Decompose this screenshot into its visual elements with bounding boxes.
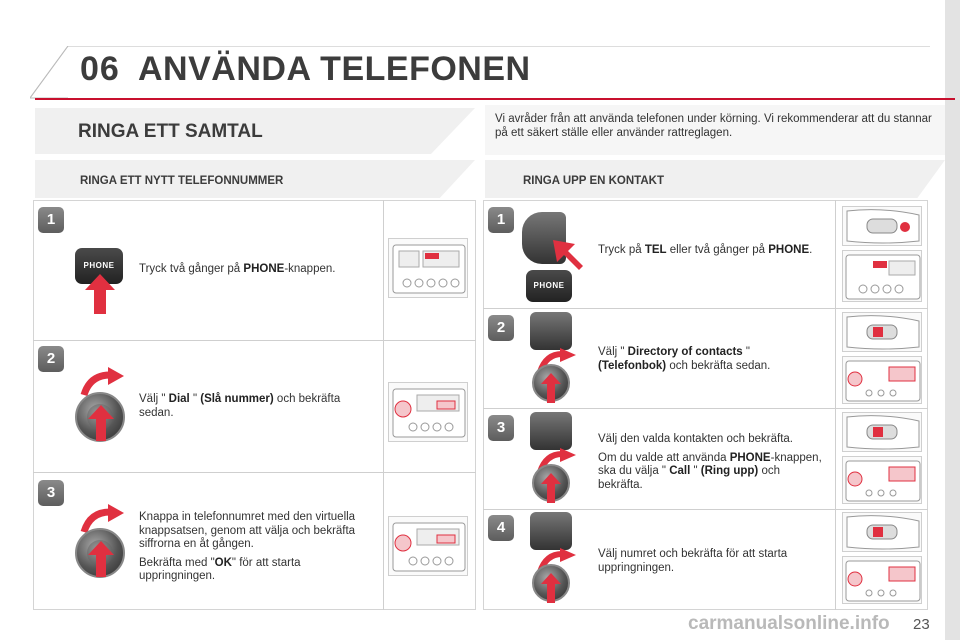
right-subtitle: RINGA UPP EN KONTAKT: [523, 175, 664, 187]
radio-panel-image: [842, 250, 922, 302]
up-arrow-icon: [88, 541, 114, 577]
left-divider: [383, 200, 384, 610]
up-arrow-icon: [541, 573, 561, 603]
left-subtitle: RINGA ETT NYTT TELEFONNUMMER: [80, 175, 284, 187]
intro-band: [485, 105, 945, 155]
scroll-wheel-image: [530, 512, 572, 550]
chapter-title: ANVÄNDA TELEFONEN: [138, 50, 531, 88]
steering-wheel-image: [842, 512, 922, 552]
steering-wheel-image: [842, 206, 922, 246]
right-step-2-number: 2: [488, 315, 514, 341]
up-arrow-icon: [541, 373, 561, 403]
right-step-2-text: Välj " Directory of contacts " (Telefonb…: [598, 346, 771, 372]
radio-panel-image: [842, 356, 922, 404]
up-arrow-icon: [541, 473, 561, 503]
radio-panel-image: [842, 456, 922, 504]
page-edge-bar: [945, 0, 960, 640]
right-step-4-number: 4: [488, 515, 514, 541]
intro-text: Vi avråder från att använda telefonen un…: [495, 113, 932, 139]
right-row-sep-3: [483, 509, 928, 510]
radio-panel-image: [388, 382, 468, 442]
left-row-sep-2: [33, 472, 476, 473]
right-step-3-text: Välj den valda kontakten och bekräfta. O…: [598, 433, 822, 491]
left-step-3-text: Knappa in telefonnumret med den virtuell…: [139, 511, 356, 582]
steering-wheel-image: [842, 412, 922, 452]
curved-arrow-icon: [80, 504, 124, 534]
right-step-4-text: Välj numret och bekräfta för att starta …: [598, 548, 788, 574]
radio-panel-image: [388, 516, 468, 576]
left-step-1-text: Tryck två gånger på PHONE-knappen.: [139, 263, 336, 275]
scroll-wheel-image: [530, 412, 572, 450]
radio-panel-image: [842, 556, 922, 604]
chapter-number: 06: [80, 50, 120, 88]
left-step-2-text: Välj " Dial " (Slå nummer) och bekräfta …: [139, 393, 341, 419]
page-number: 23: [913, 616, 930, 633]
section-title-band: [35, 108, 475, 154]
right-row-sep-1: [483, 308, 928, 309]
left-step-1-number: 1: [38, 207, 64, 233]
phone-button-image: PHONE: [526, 270, 572, 302]
left-step-3-number: 3: [38, 480, 64, 506]
steering-wheel-image: [842, 312, 922, 352]
right-row-sep-2: [483, 408, 928, 409]
left-row-sep-1: [33, 340, 476, 341]
right-subheader-band: [485, 160, 945, 198]
chapter-underline: [35, 98, 955, 100]
up-arrow-icon: [88, 405, 114, 441]
watermark: carmanualsonline.info: [688, 613, 890, 634]
radio-panel-image: [388, 238, 468, 298]
left-step-2-number: 2: [38, 346, 64, 372]
left-subheader-band: [35, 160, 475, 198]
right-step-3-number: 3: [488, 415, 514, 441]
scroll-wheel-image: [530, 312, 572, 350]
right-divider: [835, 200, 836, 610]
up-arrow-icon: [85, 274, 115, 314]
diagonal-arrow-icon: [553, 240, 583, 270]
right-step-1-number: 1: [488, 207, 514, 233]
curved-arrow-icon: [80, 367, 124, 397]
section-title: RINGA ETT SAMTAL: [78, 121, 263, 142]
right-step-1-text: Tryck på TEL eller två gånger på PHONE.: [598, 244, 813, 256]
